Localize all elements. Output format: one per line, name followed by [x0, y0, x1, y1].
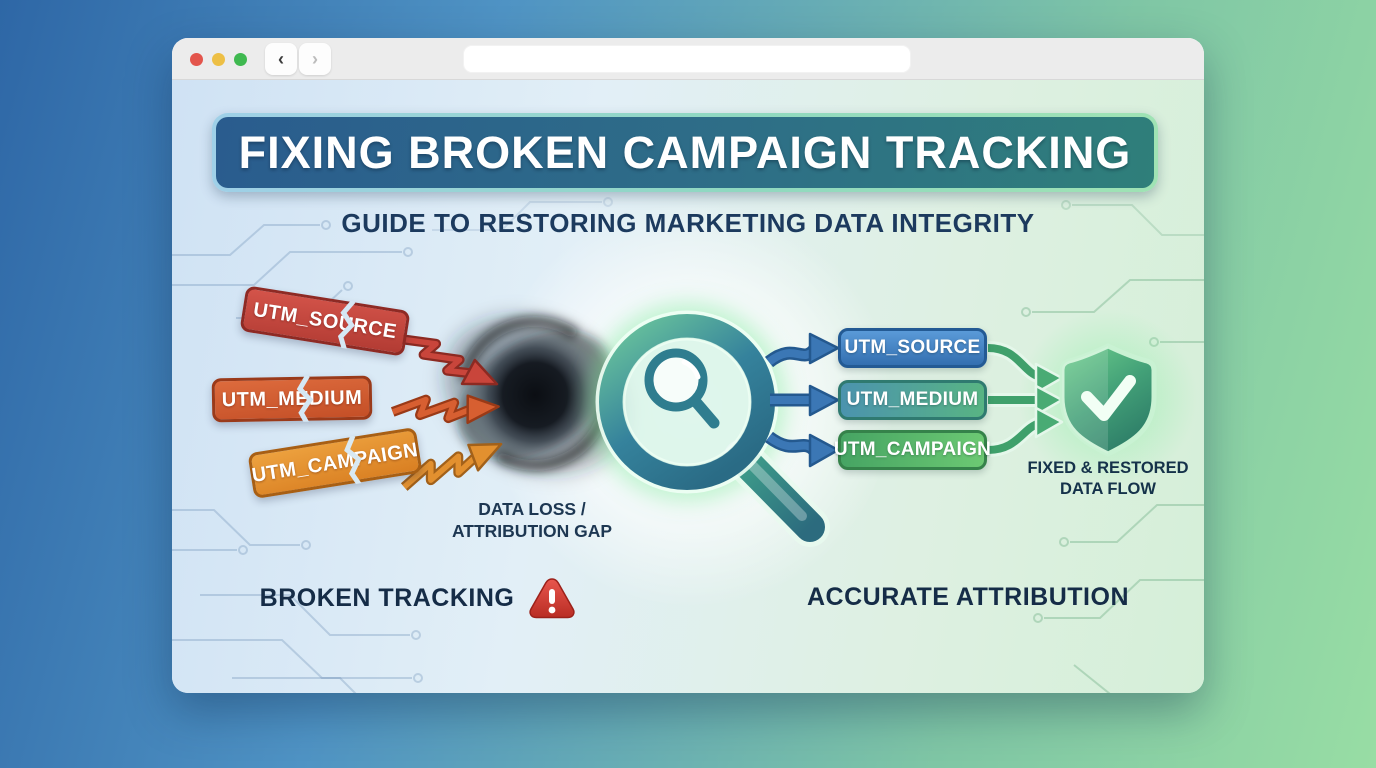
back-icon: ‹ [278, 48, 284, 69]
browser-titlebar: ‹ › [172, 38, 1204, 80]
ribbon-label: UTM_MEDIUM [221, 386, 363, 411]
fixed-restored-caption-line2: DATA FLOW [1060, 480, 1156, 499]
box-label: UTM_CAMPAIGN [833, 439, 992, 460]
magnifier-icon [587, 302, 830, 547]
crack-icon [344, 434, 365, 485]
box-label: UTM_SOURCE [844, 337, 981, 358]
accurate-attribution-text: ACCURATE ATTRIBUTION [807, 583, 1129, 611]
forward-icon: › [312, 48, 318, 69]
warning-triangle-icon [529, 578, 576, 619]
forward-button[interactable]: › [299, 43, 331, 75]
fixed-restored-caption: FIXED & RESTORED DATA FLOW [988, 458, 1204, 500]
broken-tracking-text: BROKEN TRACKING [259, 583, 515, 612]
page-title: FIXING BROKEN CAMPAIGN TRACKING [238, 126, 1132, 178]
accurate-attribution-label: ACCURATE ATTRIBUTION [788, 583, 1148, 612]
restore-arrows-blue [764, 332, 840, 468]
broken-utm-source-ribbon: UTM_SOURCE [239, 285, 411, 357]
infographic-canvas: FIXING BROKEN CAMPAIGN TRACKING GUIDE TO… [172, 80, 1204, 693]
broken-tracking-label: BROKEN TRACKING [238, 576, 598, 620]
url-bar[interactable] [463, 45, 911, 73]
center-white-glow [492, 205, 892, 605]
crack-icon [338, 299, 356, 350]
broken-arrow-source [400, 334, 499, 386]
vortex-icon [444, 316, 626, 473]
data-loss-caption: DATA LOSS / ATTRIBUTION GAP [422, 498, 642, 543]
ribbon-label: UTM_CAMPAIGN [250, 438, 420, 487]
browser-window: ‹ › [172, 38, 1204, 693]
inner-magnifier-icon [644, 348, 720, 429]
back-button[interactable]: ‹ [265, 43, 297, 75]
fixed-utm-campaign-box: UTM_CAMPAIGN [834, 430, 991, 470]
fixed-utm-medium-box: UTM_MEDIUM [838, 380, 987, 420]
broken-arrow-medium [390, 394, 500, 425]
data-loss-caption-line2: ATTRIBUTION GAP [451, 521, 613, 542]
fixed-restored-caption-line1: FIXED & RESTORED [1027, 459, 1189, 477]
ribbon-label: UTM_SOURCE [251, 298, 399, 343]
shield-check-icon [1059, 343, 1157, 457]
data-loss-caption-line1: DATA LOSS / [478, 499, 586, 519]
broken-utm-medium-ribbon: UTM_MEDIUM [211, 375, 373, 423]
broken-utm-campaign-ribbon: UTM_CAMPAIGN [247, 426, 423, 500]
minimize-window-button[interactable] [212, 53, 225, 66]
page-subtitle: GUIDE TO RESTORING MARKETING DATA INTEGR… [341, 208, 1035, 238]
fixed-utm-source-box: UTM_SOURCE [838, 328, 987, 368]
box-label: UTM_MEDIUM [846, 389, 979, 410]
close-window-button[interactable] [190, 53, 203, 66]
crack-icon [296, 375, 313, 422]
fixed-arrows-green [987, 341, 1064, 457]
title-banner: FIXING BROKEN CAMPAIGN TRACKING [212, 113, 1158, 192]
maximize-window-button[interactable] [234, 53, 247, 66]
